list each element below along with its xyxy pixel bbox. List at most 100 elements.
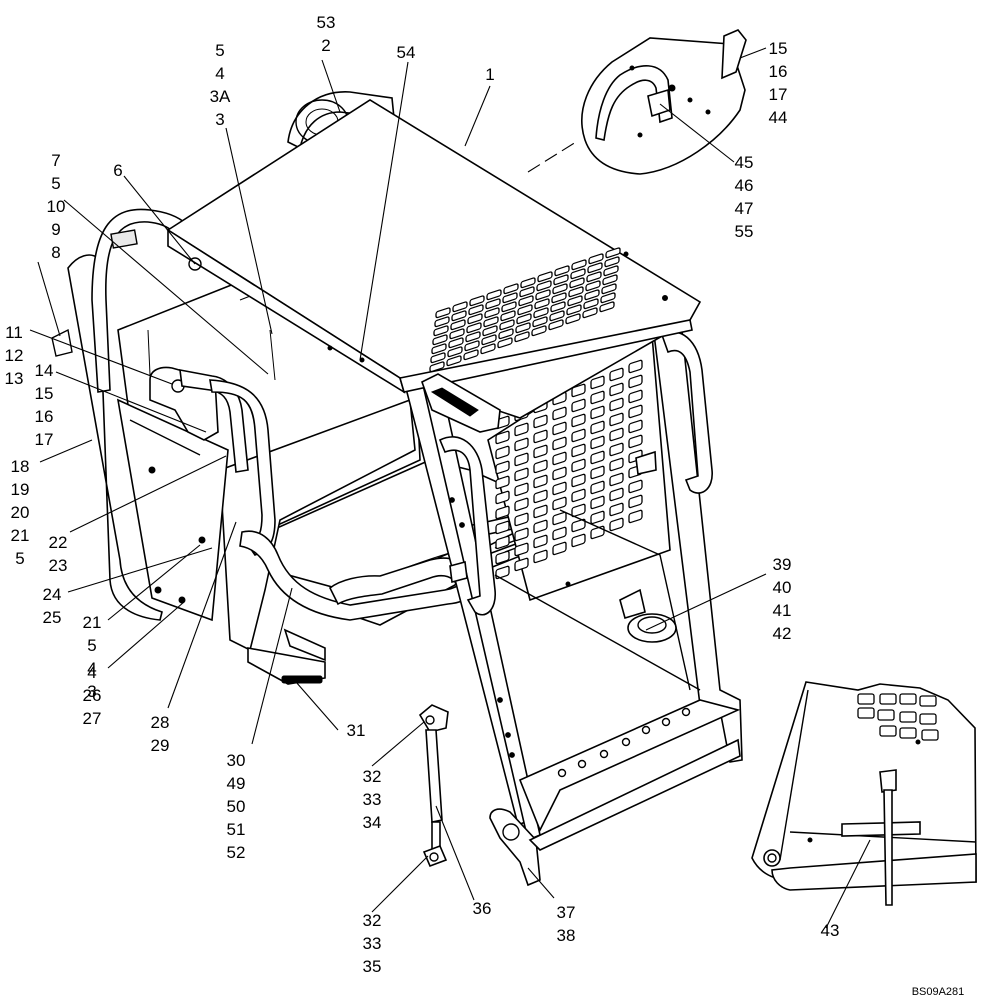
mesh-opening	[628, 509, 643, 524]
mesh-opening	[552, 511, 567, 526]
callout-number: 4	[87, 659, 96, 678]
mesh-opening	[551, 292, 567, 304]
mesh-opening	[586, 271, 602, 283]
mesh-opening	[495, 550, 510, 565]
callout-number: 3	[215, 110, 224, 129]
mesh-opening	[495, 565, 510, 580]
callout-number: 27	[83, 709, 102, 728]
mesh-opening	[566, 304, 582, 316]
callout-number: 20	[11, 503, 30, 522]
callout-number: 6	[113, 161, 122, 180]
mesh-opening	[548, 319, 564, 331]
mesh-opening	[466, 322, 482, 334]
mesh-opening	[495, 535, 510, 550]
callout-c-31: 31	[347, 721, 366, 740]
mesh-opening	[601, 283, 617, 295]
mesh-opening	[537, 271, 553, 283]
mesh-opening	[571, 533, 586, 548]
callout-number: 5	[15, 549, 24, 568]
callout-number: 5	[215, 41, 224, 60]
callout-number: 26	[83, 686, 102, 705]
mesh-opening	[552, 466, 567, 481]
mesh-opening	[879, 693, 897, 705]
mesh-opening	[514, 422, 529, 437]
callout-c-6: 6	[113, 161, 122, 180]
mesh-opening	[571, 398, 586, 413]
callout-number: 2	[321, 36, 330, 55]
leader-lines	[29, 47, 871, 929]
mesh-opening	[535, 289, 551, 301]
mesh-opening	[571, 428, 586, 443]
side-mesh-screen	[487, 333, 671, 602]
mesh-opening	[533, 414, 548, 429]
mesh-opening	[590, 495, 605, 510]
callout-number: 39	[773, 555, 792, 574]
callout-number: 21	[11, 526, 30, 545]
mesh-opening	[495, 505, 510, 520]
mesh-opening	[495, 520, 510, 535]
mesh-opening	[552, 436, 567, 451]
callout-number: 25	[43, 608, 62, 627]
mesh-opening	[446, 355, 462, 367]
mesh-opening	[590, 405, 605, 420]
callout-number: 7	[51, 151, 60, 170]
callout-number: 4	[215, 64, 224, 83]
mesh-opening	[590, 480, 605, 495]
mesh-opening	[514, 467, 529, 482]
mesh-opening	[609, 517, 624, 532]
mesh-opening	[569, 277, 585, 289]
mesh-opening	[498, 328, 514, 340]
mesh-opening	[554, 265, 570, 277]
mesh-opening	[571, 259, 587, 271]
mesh-opening	[552, 283, 568, 295]
mesh-opening	[430, 352, 446, 364]
mesh-opening	[590, 465, 605, 480]
detail-view-bottom-right	[751, 681, 977, 906]
callout-number: 15	[35, 384, 54, 403]
callout-number: 21	[83, 613, 102, 632]
mesh-opening	[590, 510, 605, 525]
mesh-opening	[604, 256, 620, 268]
mesh-opening	[514, 512, 529, 527]
mesh-opening	[519, 286, 535, 298]
mesh-opening	[584, 289, 600, 301]
mesh-opening	[495, 430, 510, 445]
mesh-opening	[552, 451, 567, 466]
mesh-opening	[448, 337, 464, 349]
mesh-opening	[565, 313, 581, 325]
mesh-opening	[609, 412, 624, 427]
floor-round-fitting	[619, 588, 677, 643]
callout-number: 12	[5, 346, 24, 365]
callout-number: 37	[557, 903, 576, 922]
callout-number: 19	[11, 480, 30, 499]
callout-number: 4	[87, 663, 96, 682]
mesh-opening	[486, 289, 502, 301]
mesh-opening	[552, 541, 567, 556]
mesh-opening	[533, 519, 548, 534]
mesh-opening	[451, 310, 467, 322]
mesh-opening	[609, 367, 624, 382]
callout-number: 49	[227, 774, 246, 793]
mesh-opening	[533, 549, 548, 564]
mesh-opening	[899, 727, 917, 739]
callout-number: 44	[769, 108, 788, 127]
callout-number: 35	[363, 957, 382, 976]
callout-number: 34	[363, 813, 382, 832]
callout-number: 54	[397, 43, 416, 62]
callout-number: 5	[87, 636, 96, 655]
mesh-opening	[919, 695, 937, 707]
mesh-opening	[449, 328, 465, 340]
mesh-opening	[533, 489, 548, 504]
mesh-opening	[501, 301, 517, 313]
callout-number: 17	[769, 85, 788, 104]
